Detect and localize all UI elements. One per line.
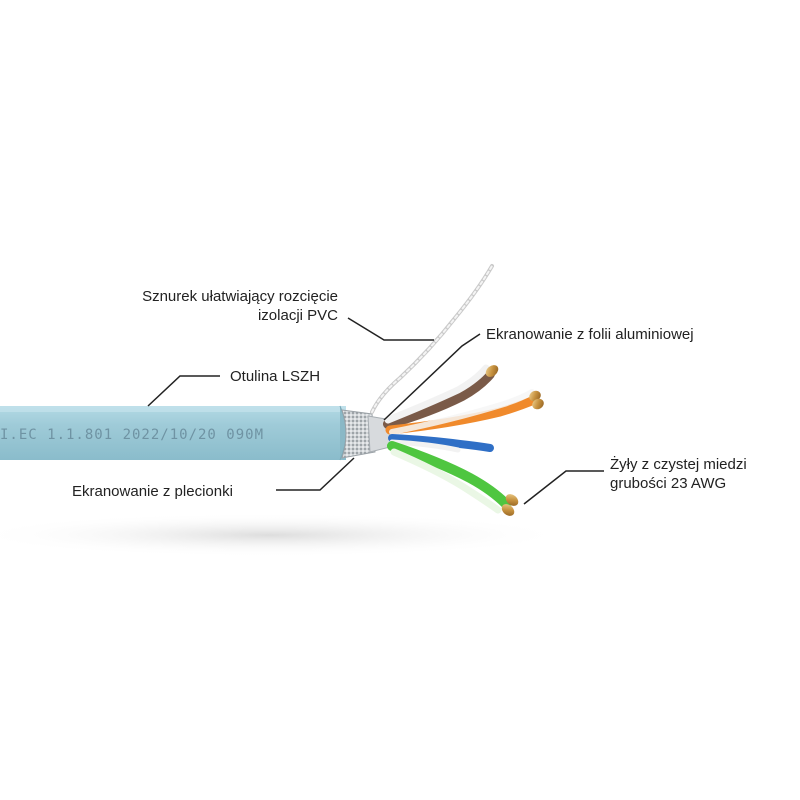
brown-wire	[383, 369, 495, 429]
label-braid-shield: Ekranowanie z plecionki	[72, 483, 233, 500]
cable-jacket	[0, 406, 346, 460]
green-wire	[387, 441, 511, 509]
label-ripcord-line1: Sznurek ułatwiający rozcięcie	[142, 288, 338, 305]
label-ripcord: Sznurek ułatwiający rozcięcie izolacji P…	[140, 287, 338, 325]
leader-line-braid	[276, 457, 355, 491]
copper-conductor-tips	[485, 365, 544, 516]
leader-line-jacket	[147, 375, 220, 407]
label-jacket: Otulina LSZH	[230, 368, 321, 385]
label-conductors: Żyły z czystej miedzi grubości 23 AWG	[610, 455, 747, 493]
cable-print-marking: I.EC 1.1.801 2022/10/20 090M	[0, 427, 264, 443]
label-conductors-line1: Żyły z czystej miedzi	[610, 456, 747, 473]
cable-shadow	[0, 513, 570, 557]
label-ripcord-line2: izolacji PVC	[257, 307, 338, 324]
leader-line-ripcord	[347, 317, 434, 341]
braid-shield	[341, 409, 376, 459]
label-foil-shield: Ekranowanie z folii aluminiowej	[486, 326, 694, 343]
leader-line-conductors	[523, 470, 604, 505]
blue-wire	[388, 434, 494, 452]
leader-line-foil	[383, 333, 481, 421]
ripcord-string	[370, 264, 494, 414]
label-conductors-line2: grubości 23 AWG	[610, 475, 727, 492]
wire-pairs	[383, 364, 539, 514]
